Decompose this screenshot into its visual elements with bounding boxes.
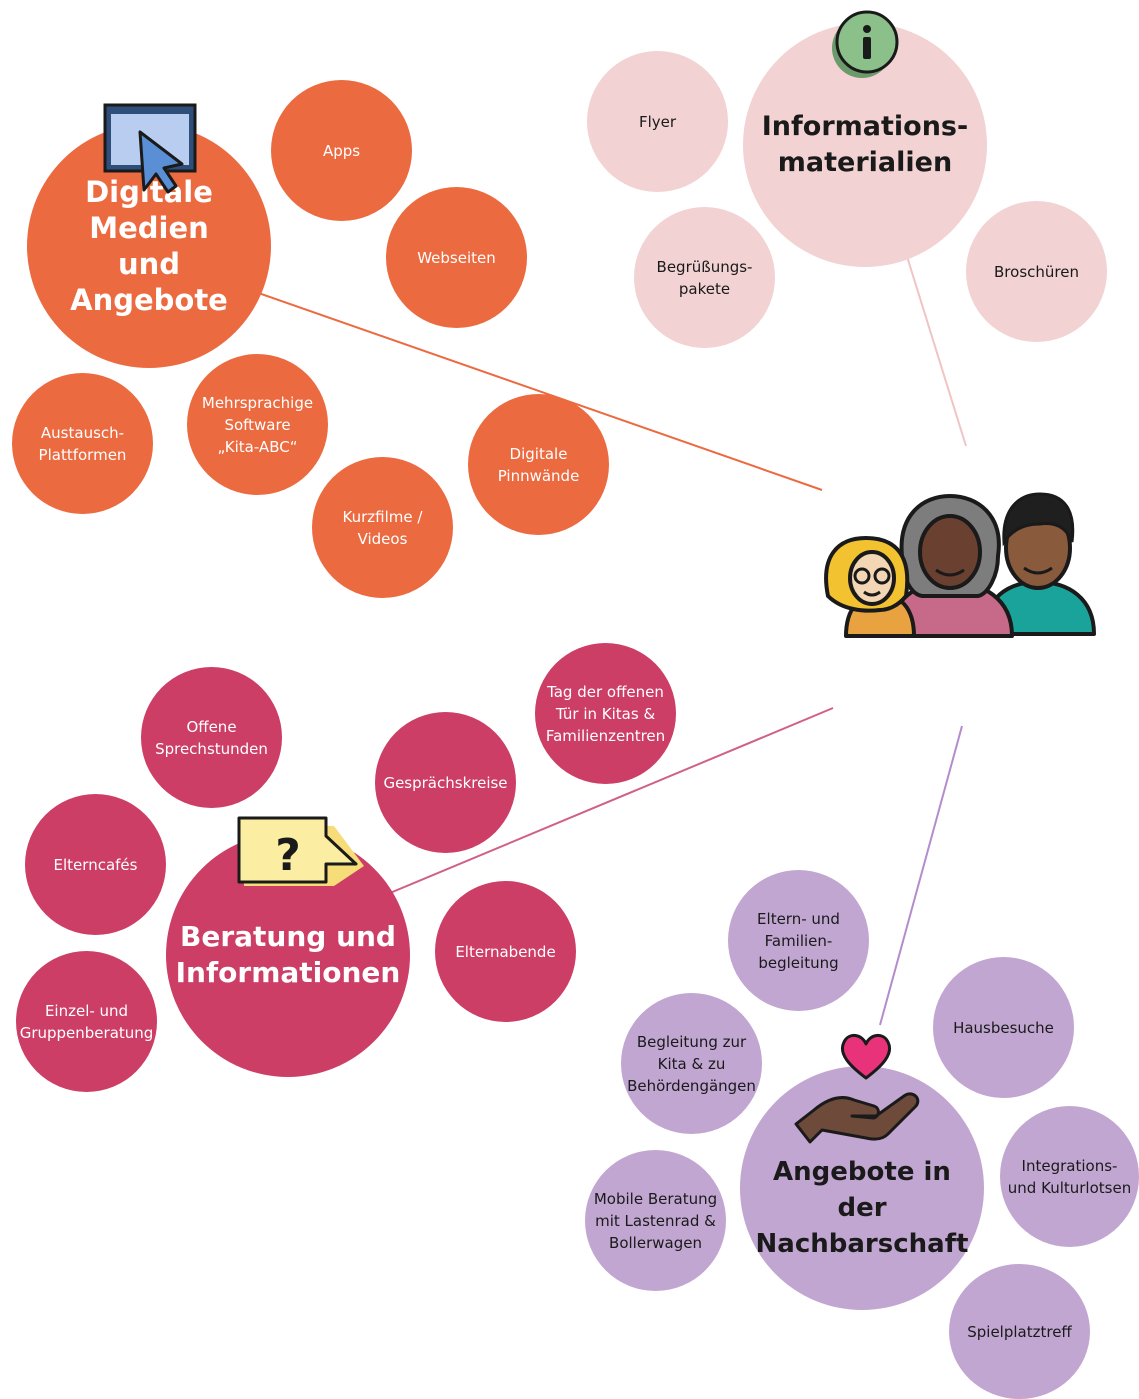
- counselling-item-elterncafes: Elterncafés: [25, 794, 166, 935]
- question-sign-icon: ?: [237, 816, 364, 886]
- digital-item-kurzfilme: Kurzfilme / Videos: [312, 457, 453, 598]
- neighbourhood-item-mobile-beratung: Mobile Beratung mit Lastenrad & Bollerwa…: [585, 1150, 726, 1291]
- connector-beratung: [389, 707, 834, 894]
- connector-nachbarschaft: [879, 725, 963, 1026]
- digital-item-webseiten: Webseiten: [386, 187, 527, 328]
- neighbourhood-item-integrationslotsen: Integrations- und Kulturlotsen: [1000, 1106, 1139, 1247]
- info-item-begruessungspakete: Begrüßungs- pakete: [634, 207, 775, 348]
- counselling-item-sprechstunden: Offene Sprechstunden: [141, 667, 282, 808]
- digital-item-pinnwaende: Digitale Pinnwände: [468, 394, 609, 535]
- info-item-flyer: Flyer: [587, 51, 728, 192]
- neighbourhood-title: Angebote in der Nachbarschaft: [755, 1157, 969, 1259]
- counselling-item-tag-der-offenen-tuer: Tag der offenen Tür in Kitas & Familienz…: [535, 643, 676, 784]
- neighbourhood-item-hausbesuche: Hausbesuche: [933, 957, 1074, 1098]
- people-group-icon: [824, 492, 1096, 638]
- svg-text:?: ?: [275, 830, 301, 881]
- counselling-item-einzelberatung: Einzel- und Gruppenberatung: [16, 951, 157, 1092]
- counselling-item-gespraechskreise: Gesprächskreise: [375, 712, 516, 853]
- digital-item-apps: Apps: [271, 80, 412, 221]
- counselling-title: Beratung und Informationen: [175, 920, 401, 989]
- neighbourhood-item-familienbegleitung: Eltern- und Familien- begleitung: [728, 870, 869, 1011]
- neighbourhood-item-spielplatztreff: Spielplatztreff: [949, 1264, 1090, 1399]
- digital-item-austausch: Austausch- Plattformen: [12, 373, 153, 514]
- info-materials-title: Informations- materialien: [761, 111, 969, 178]
- connector-digital: [249, 289, 823, 491]
- connector-info: [904, 249, 967, 447]
- digital-media-title: Digitale Medien und Angebote: [70, 175, 228, 317]
- hand-heart-icon: [794, 1034, 920, 1144]
- computer-cursor-icon: [103, 103, 197, 194]
- digital-item-software: Mehrsprachige Software „Kita-ABC“: [187, 354, 328, 495]
- info-item-broschueren: Broschüren: [966, 201, 1107, 342]
- info-icon: [832, 10, 899, 78]
- counselling-item-elternabende: Elternabende: [435, 881, 576, 1022]
- neighbourhood-item-begleitung-kita: Begleitung zur Kita & zu Behördengängen: [621, 993, 762, 1134]
